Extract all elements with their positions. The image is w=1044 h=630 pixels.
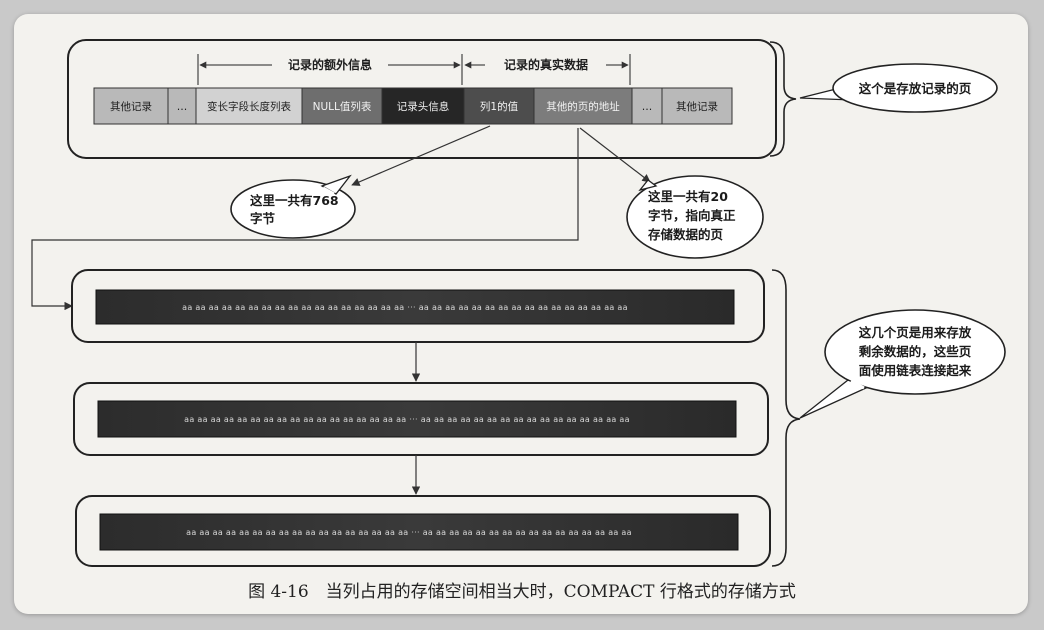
record-cell: NULL值列表: [301, 87, 383, 125]
record-cell-label: …: [642, 101, 653, 113]
overflow-page-content: aa aa aa aa aa aa aa aa aa aa aa aa aa a…: [182, 303, 628, 312]
record-cell: 其他记录: [93, 87, 169, 125]
record-cell-box: [301, 87, 383, 125]
record-cell: 变长字段长度列表: [195, 87, 303, 125]
record-cell: …: [167, 87, 197, 125]
bracket-extra-info: 记录的额外信息: [197, 54, 461, 85]
overflow-pages-brace: [771, 269, 801, 567]
overflow-page-bar: [99, 513, 739, 551]
record-cell-box: [381, 87, 465, 125]
bracket-extra-label: 记录的额外信息: [288, 57, 372, 72]
callout-20-line2: 字节，指向真正: [648, 208, 736, 223]
record-cell: …: [631, 87, 663, 125]
record-cell-box: [167, 87, 197, 125]
callout-overflow-line1: 这几个页是用来存放: [859, 325, 972, 340]
callout-20-bytes: 这里一共有20 字节，指向真正 存储数据的页: [626, 175, 764, 259]
record-cell-label: 其他记录: [110, 100, 152, 113]
callout-20-line1: 这里一共有20: [648, 189, 728, 204]
record-cell-label: 其他的页的地址: [546, 100, 620, 113]
record-cell: 记录头信息: [381, 87, 465, 125]
record-cell-label: NULL值列表: [313, 100, 372, 113]
overflow-page-bar: [97, 400, 737, 438]
callout-overflow-pages: 这几个页是用来存放 剩余数据的，这些页 面使用链表连接起来: [799, 309, 1006, 419]
callout-overflow-line3: 面使用链表连接起来: [859, 363, 972, 378]
overflow-page-content: aa aa aa aa aa aa aa aa aa aa aa aa aa a…: [184, 415, 630, 424]
overflow-pages: aa aa aa aa aa aa aa aa aa aa aa aa aa a…: [71, 269, 771, 567]
record-row: 其他记录 … 变长字段长度列表 NULL值列表 记录头信息 列1的值 其他的页的地址 … 其他记…: [93, 87, 733, 125]
record-cell-box: [195, 87, 303, 125]
record-page-frame: [67, 39, 777, 159]
arrow-col1-to-callout: [351, 125, 491, 186]
callout-record-page: 这个是存放记录的页: [799, 63, 998, 113]
record-cell-box: [661, 87, 733, 125]
record-cell-label: 记录头信息: [397, 100, 450, 113]
arrow-address-to-callout: [579, 127, 651, 183]
overflow-page: aa aa aa aa aa aa aa aa aa aa aa aa aa a…: [71, 269, 765, 343]
figure-caption: 图 4-16 当列占用的存储空间相当大时，COMPACT 行格式的存储方式: [248, 582, 796, 602]
record-page-brace: [769, 41, 797, 157]
overflow-page: aa aa aa aa aa aa aa aa aa aa aa aa aa a…: [73, 382, 769, 456]
bracket-real-data: 记录的真实数据: [464, 54, 631, 85]
record-cell-label: 其他记录: [676, 100, 718, 113]
record-cell-box: [93, 87, 169, 125]
bracket-real-label: 记录的真实数据: [504, 57, 588, 72]
overflow-page-bar: [95, 289, 735, 325]
record-cell: 其他的页的地址: [533, 87, 633, 125]
record-cell: 其他记录: [661, 87, 733, 125]
record-cell-box: [631, 87, 663, 125]
callout-record-page-text: 这个是存放记录的页: [859, 81, 972, 96]
overflow-page-frame: [71, 269, 765, 343]
record-cell-label: 变长字段长度列表: [207, 100, 291, 113]
callout-768-bytes: 这里一共有768 字节: [230, 174, 356, 239]
overflow-page-content: aa aa aa aa aa aa aa aa aa aa aa aa aa a…: [186, 528, 632, 537]
record-cell-label: …: [177, 101, 188, 113]
record-cell: 列1的值: [463, 87, 535, 125]
callout-768-line1: 这里一共有768: [250, 193, 339, 208]
overflow-page-frame: [75, 495, 771, 567]
pointer-to-overflow-page: [31, 128, 579, 311]
callout-20-line3: 存储数据的页: [647, 227, 723, 242]
callout-overflow-line2: 剩余数据的，这些页: [859, 344, 972, 359]
record-cell-label: 列1的值: [480, 100, 519, 113]
overflow-page-frame: [73, 382, 769, 456]
overflow-page: aa aa aa aa aa aa aa aa aa aa aa aa aa a…: [75, 495, 771, 567]
callout-768-line2: 字节: [250, 211, 276, 226]
